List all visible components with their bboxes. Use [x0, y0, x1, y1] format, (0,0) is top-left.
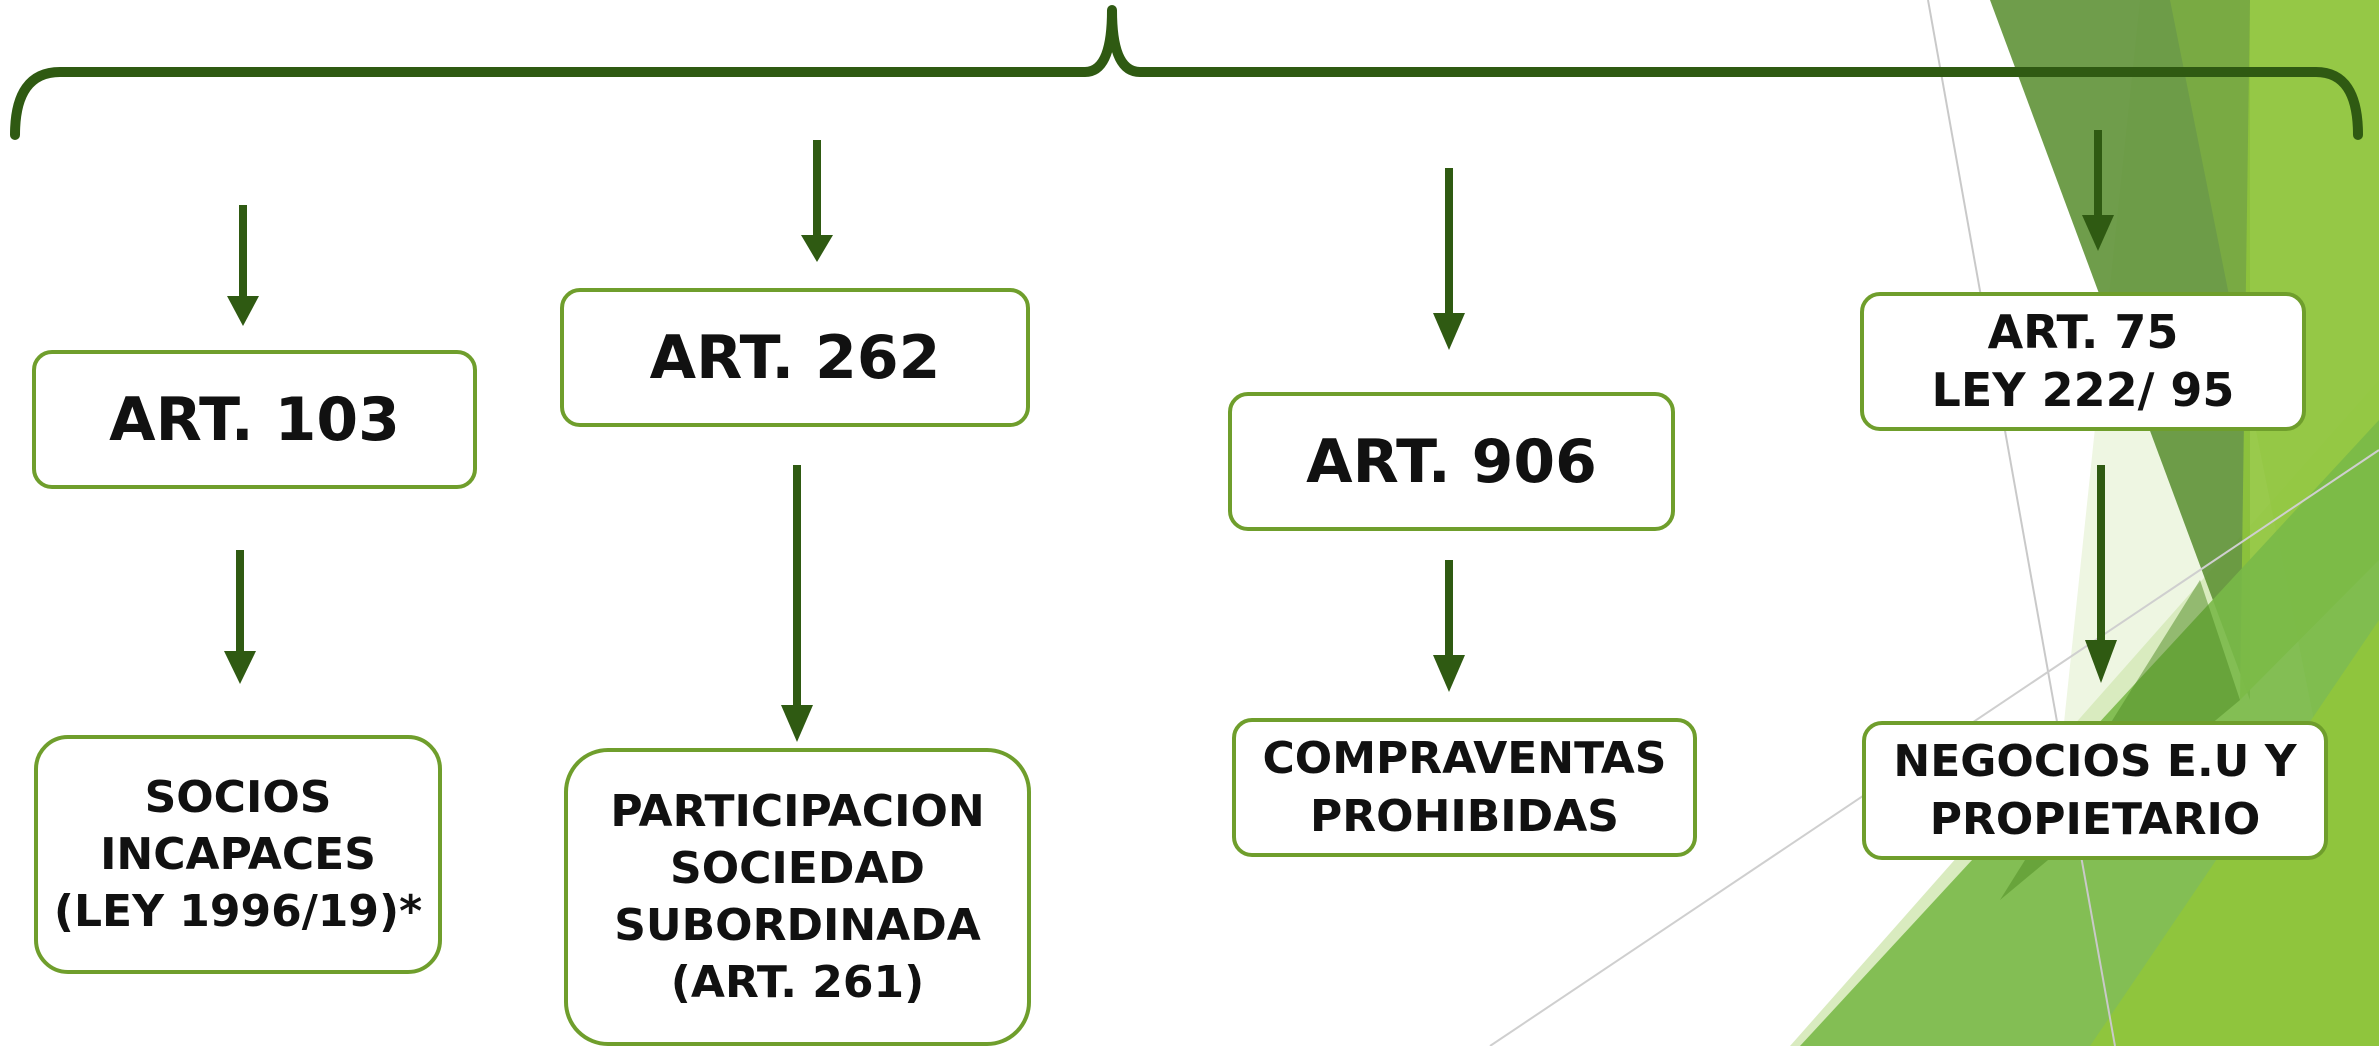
box-socios-incapaces: SOCIOS INCAPACES (LEY 1996/19)*: [34, 735, 442, 974]
box-art-103-label: ART. 103: [109, 384, 400, 455]
box-participacion-sociedad-label: PARTICIPACION SOCIEDAD SUBORDINADA (ART.…: [610, 785, 985, 1009]
arrow-art906-to-compraventas: [1433, 560, 1465, 692]
arrow-to-art75: [2082, 130, 2114, 251]
arrow-to-art103: [227, 205, 259, 326]
arrow-art262-to-participacion: [781, 465, 813, 742]
box-art-906: ART. 906: [1228, 392, 1675, 531]
arrow-to-art906: [1433, 168, 1465, 350]
top-brace: [10, 5, 2363, 140]
arrow-to-art262: [801, 140, 833, 262]
box-compraventas-prohibidas-label: COMPRAVENTAS PROHIBIDAS: [1262, 733, 1667, 842]
arrow-art75-to-negocios: [2085, 465, 2117, 683]
box-art-103: ART. 103: [32, 350, 477, 489]
box-participacion-sociedad: PARTICIPACION SOCIEDAD SUBORDINADA (ART.…: [564, 748, 1031, 1046]
box-negocios-propietario: NEGOCIOS E.U Y PROPIETARIO: [1862, 721, 2328, 860]
arrow-art103-to-socios: [224, 550, 256, 684]
box-art-262: ART. 262: [560, 288, 1030, 427]
box-art-75-label: ART. 75 LEY 222/ 95: [1931, 305, 2235, 417]
box-compraventas-prohibidas: COMPRAVENTAS PROHIBIDAS: [1232, 718, 1697, 857]
box-negocios-propietario-label: NEGOCIOS E.U Y PROPIETARIO: [1893, 736, 2297, 845]
box-art-906-label: ART. 906: [1306, 426, 1597, 497]
box-art-75: ART. 75 LEY 222/ 95: [1860, 292, 2306, 431]
box-art-262-label: ART. 262: [649, 322, 941, 393]
box-socios-incapaces-label: SOCIOS INCAPACES (LEY 1996/19)*: [53, 771, 423, 938]
